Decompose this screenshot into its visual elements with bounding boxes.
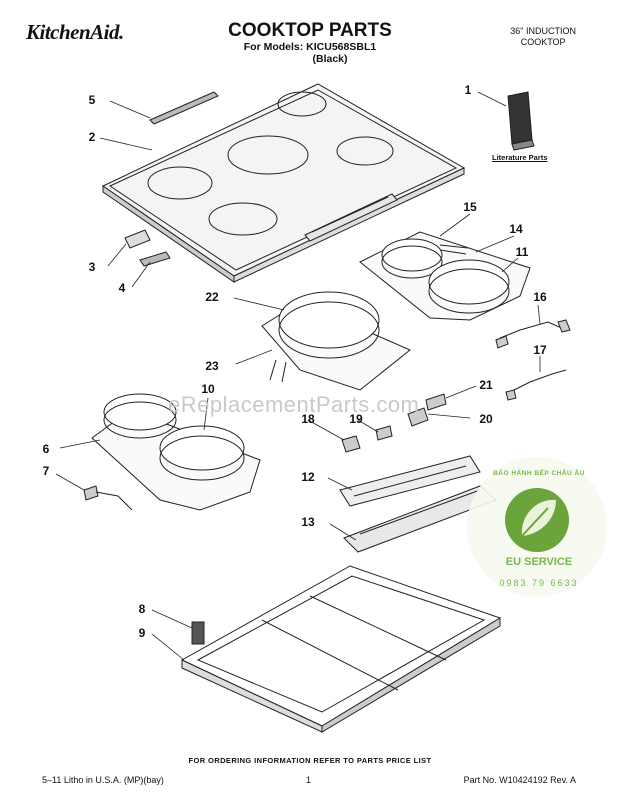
page-number: 1	[306, 775, 312, 785]
callout-3: 3	[88, 260, 96, 274]
badge-top-text: BẢO HÀNH BẾP CHÂU ÂU	[493, 470, 585, 477]
callout-5: 5	[88, 93, 96, 107]
callout-17: 17	[533, 343, 547, 357]
literature-parts-label: Literature Parts	[492, 153, 548, 162]
component-21[interactable]	[425, 393, 447, 411]
callout-23: 23	[205, 359, 219, 373]
component-19[interactable]	[375, 425, 393, 441]
page-title: COOKTOP PARTS	[228, 20, 392, 41]
product-type-line1: 36" INDUCTION	[510, 26, 576, 36]
product-type-line2: COOKTOP	[520, 37, 566, 47]
callout-4: 4	[118, 281, 126, 295]
callout-2: 2	[88, 130, 96, 144]
callout-8: 8	[138, 602, 146, 616]
wire-harness-16[interactable]	[495, 319, 571, 349]
brand-logo: KitchenAid.	[26, 20, 124, 44]
callout-10: 10	[201, 382, 215, 396]
callout-22: 22	[205, 290, 219, 304]
ordering-note: FOR ORDERING INFORMATION REFER TO PARTS …	[188, 756, 432, 765]
callout-16: 16	[533, 290, 547, 304]
literature-booklet[interactable]	[507, 91, 535, 151]
badge-middle-text: EU SERVICE	[505, 556, 573, 568]
sensor-7[interactable]	[83, 485, 133, 511]
callout-12: 12	[301, 470, 315, 484]
support-frame[interactable]	[180, 565, 502, 733]
right-induction-assembly[interactable]	[359, 231, 531, 321]
component-20[interactable]	[407, 407, 429, 427]
center-induction-element[interactable]	[261, 291, 411, 391]
callout-1: 1	[464, 83, 472, 97]
callout-13: 13	[301, 515, 315, 529]
bracket-insulator[interactable]	[139, 251, 171, 267]
watermark: eReplacementParts.com	[168, 392, 420, 417]
litho-note: 5–11 Litho in U.S.A. (MP)(bay)	[42, 775, 164, 785]
badge-phone: 0983 79 6633	[499, 578, 579, 588]
model-line: For Models: KICU568SBL1	[243, 41, 377, 53]
callout-15: 15	[463, 200, 477, 214]
callout-20: 20	[479, 412, 493, 426]
callout-19: 19	[349, 412, 363, 426]
callout-18: 18	[301, 412, 315, 426]
wire-harness-17[interactable]	[505, 369, 567, 401]
callout-11: 11	[515, 245, 529, 259]
model-variant: (Black)	[312, 53, 348, 65]
callout-6: 6	[42, 442, 50, 456]
glass-cooktop[interactable]	[102, 83, 466, 283]
control-board-12[interactable]	[339, 455, 481, 507]
callout-21: 21	[479, 378, 493, 392]
spring-8[interactable]	[191, 621, 205, 645]
warranty-badge	[467, 457, 607, 597]
left-induction-assembly[interactable]	[91, 393, 261, 511]
component-18[interactable]	[341, 435, 361, 453]
gasket-strip[interactable]	[149, 91, 219, 125]
product-type: 36" INDUCTION COOKTOP	[510, 26, 576, 48]
callout-9: 9	[138, 626, 146, 640]
callout-14: 14	[509, 222, 523, 236]
part-number: Part No. W10424192 Rev. A	[463, 775, 576, 785]
mounting-bracket[interactable]	[124, 229, 151, 249]
callout-7: 7	[42, 464, 50, 478]
